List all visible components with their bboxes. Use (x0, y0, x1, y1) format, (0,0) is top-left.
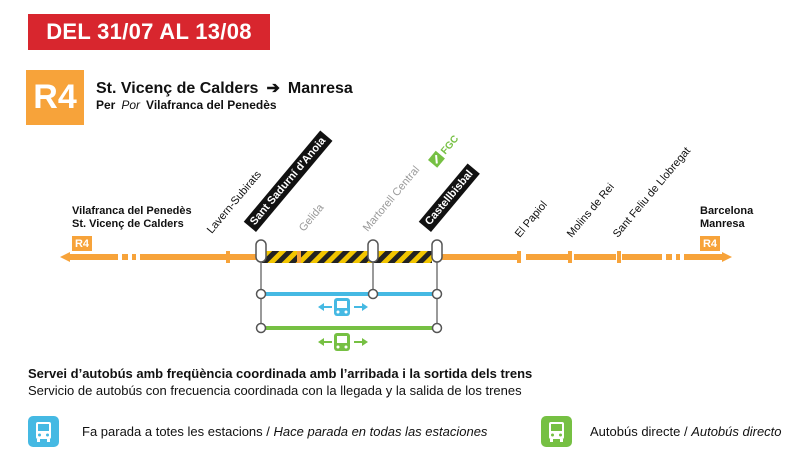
left-r4-badge: R4 (72, 236, 92, 251)
bus-icon-direct (318, 333, 368, 351)
bus-note-ca: Servei d’autobús amb freqüència coordina… (28, 366, 533, 381)
route-origin: St. Vicenç de Calders (96, 80, 259, 97)
route-title: St. Vicenç de Calders ➔ Manresa (96, 78, 353, 98)
fgc-text: FGC (439, 134, 461, 157)
route-via: Per Por Vilafranca del Penedès (96, 98, 277, 112)
fgc-logo: FGC (428, 134, 461, 168)
bus-direct-icon (541, 416, 572, 447)
arrow-right-icon: ➔ (266, 80, 280, 97)
bus-routes (255, 239, 443, 334)
bus-icon-all-stops (318, 298, 368, 316)
legend-all-stops-es: Hace parada en todas las estaciones (273, 424, 488, 439)
closed-section-hatch (262, 251, 432, 263)
bus-note-es: Servicio de autobús con frecuencia coord… (28, 383, 522, 398)
legend-direct-ca: Autobús directe / (590, 424, 688, 439)
rail-line (60, 251, 732, 263)
via-label-ca: Per (96, 98, 116, 112)
left-terminus-2: St. Vicenç de Calders (72, 218, 184, 230)
legend-all-stops-ca: Fa parada a totes les estacions / (82, 424, 270, 439)
date-range-banner: DEL 31/07 AL 13/08 (28, 14, 270, 50)
line-badge-r4: R4 (26, 70, 84, 125)
legend-direct: Autobús directe / Autobús directo (590, 424, 782, 439)
route-destination: Manresa (287, 80, 353, 97)
legend-direct-es: Autobús directo (691, 424, 782, 439)
right-r4-badge: R4 (700, 236, 720, 251)
left-terminus-1: Vilafranca del Penedès (72, 205, 192, 217)
via-station: Vilafranca del Penedès (146, 98, 277, 112)
arrow-left-icon (60, 252, 70, 262)
left-terminus: Vilafranca del Penedès St. Vicenç de Cal… (72, 205, 192, 231)
legend-all-stops: Fa parada a totes les estacions / Hace p… (82, 424, 487, 439)
station-ticks (226, 251, 621, 263)
right-terminus-1: Barcelona (700, 205, 754, 217)
right-terminus-2: Manresa (700, 218, 745, 230)
right-terminus: Barcelona Manresa (700, 205, 753, 231)
via-label-es: Por (121, 98, 141, 112)
bus-all-stops-icon (28, 416, 59, 447)
arrow-right-end-icon (722, 252, 732, 262)
